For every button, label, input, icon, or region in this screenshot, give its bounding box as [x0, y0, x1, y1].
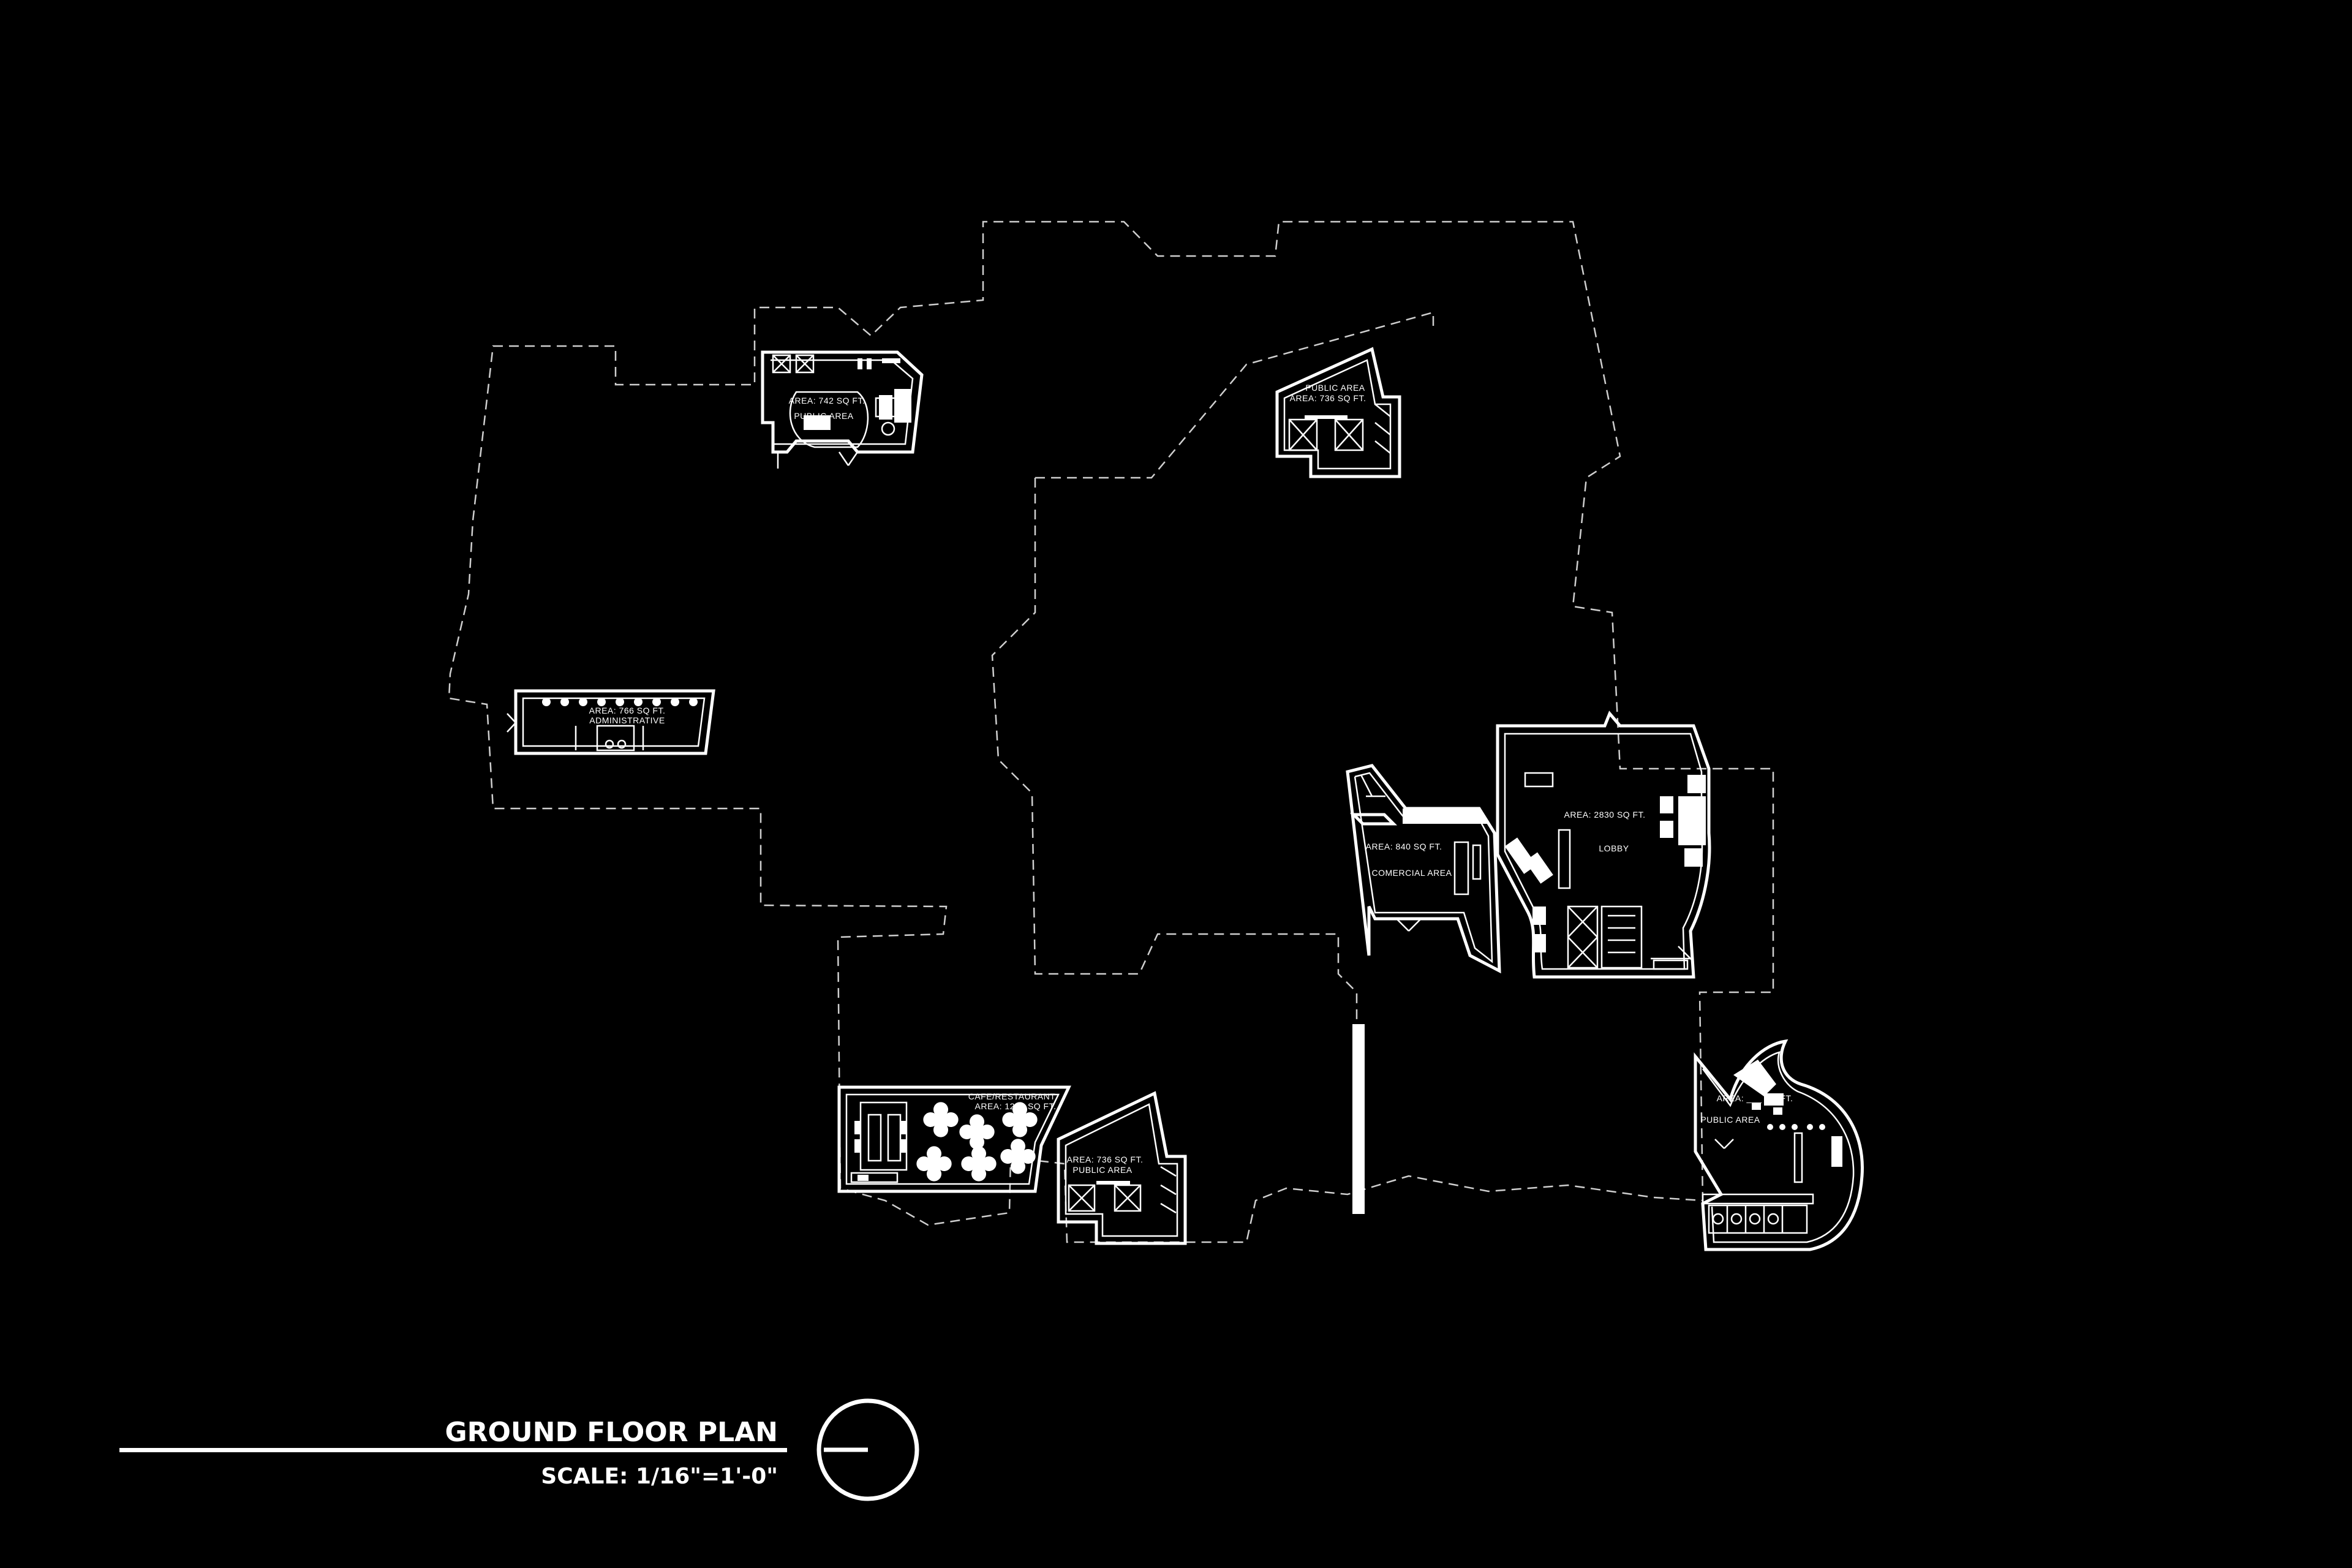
- room-public-area-right: [1694, 1039, 1864, 1251]
- label-cafe-name: CAFE/RESTAURANT: [968, 1091, 1056, 1101]
- label-public-bottom-name: PUBLIC AREA: [1072, 1165, 1132, 1175]
- room-cafe-restaurant: [837, 1085, 1071, 1193]
- room-lobby: [1496, 710, 1711, 979]
- cafe-tables: [916, 1102, 1038, 1182]
- label-admin-name: ADMINISTRATIVE: [589, 715, 665, 725]
- label-public-right-area: AREA: ___ SQ FT.: [1717, 1093, 1793, 1103]
- room-administrative: [507, 689, 715, 755]
- label-lobby-name: LOBBY: [1599, 843, 1629, 853]
- room-public-area-736-top: [1275, 347, 1401, 478]
- central-wall: [1352, 1024, 1365, 1214]
- plan-title: GROUND FLOOR PLAN: [445, 1417, 778, 1448]
- room-public-area-736-bottom: [1057, 1091, 1187, 1245]
- room-public-area-742: [761, 350, 924, 469]
- label-lobby-area: AREA: 2830 SQ FT.: [1564, 810, 1646, 820]
- label-public-top-right-area: AREA: 736 SQ FT.: [1290, 393, 1366, 403]
- label-public-right-name: PUBLIC AREA: [1700, 1115, 1760, 1125]
- north-arrow-icon: [816, 1398, 919, 1501]
- site-outline-inner: [991, 478, 1358, 1158]
- label-admin-area: AREA: 766 SQ FT.: [589, 706, 666, 715]
- label-commercial-area: AREA: 840 SQ FT.: [1366, 842, 1442, 851]
- site-outline-inner-2: [1035, 311, 1434, 479]
- label-public-bottom-area: AREA: 736 SQ FT.: [1067, 1155, 1144, 1164]
- label-public-top-right-name: PUBLIC AREA: [1305, 383, 1365, 393]
- plan-scale: SCALE: 1/16"=1'-0": [541, 1464, 778, 1489]
- site-outline: [448, 221, 1774, 1243]
- label-cafe-area: AREA: 1266 SQ FT.: [975, 1101, 1057, 1111]
- room-commercial-area: [1346, 764, 1501, 974]
- label-commercial-name: COMERCIAL AREA: [1372, 868, 1452, 878]
- label-public-top-left-name: PUBLIC AREA: [794, 411, 853, 421]
- label-public-top-left-area: AREA: 742 SQ FT.: [789, 396, 865, 405]
- title-underline: [119, 1448, 787, 1452]
